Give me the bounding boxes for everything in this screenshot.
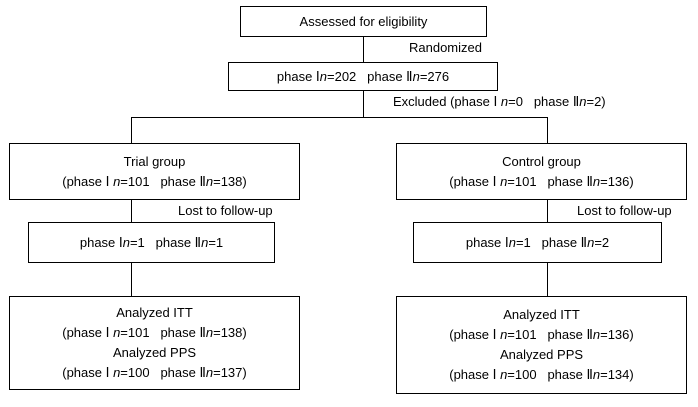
- assessed-box: Assessed for eligibility: [240, 6, 487, 37]
- trial-pps-title: Analyzed PPS: [112, 345, 197, 360]
- trial-itt-counts: (phase Ⅰ n=101 phase Ⅱn=138): [62, 325, 247, 340]
- control-itt-counts: (phase Ⅰ n=101 phase Ⅱn=136): [449, 327, 634, 342]
- control-lost-label: Lost to follow-up: [577, 203, 672, 218]
- control-itt-title: Analyzed ITT: [503, 307, 580, 322]
- trial-group-box: Trial group (phase Ⅰ n=101 phase Ⅱn=138): [9, 143, 300, 200]
- control-group-title: Control group: [502, 153, 581, 169]
- trial-analyzed-box: Analyzed ITT (phase Ⅰ n=101 phase Ⅱn=138…: [9, 296, 300, 390]
- control-pps-counts: (phase Ⅰ n=100 phase Ⅱn=134): [449, 367, 634, 382]
- trial-lost-counts: phase Ⅰn=1 phase Ⅱn=1: [79, 234, 224, 250]
- control-group-box: Control group (phase Ⅰ n=101 phase Ⅱn=13…: [396, 143, 687, 200]
- assessed-text: Assessed for eligibility: [299, 13, 428, 29]
- trial-lost-box: phase Ⅰn=1 phase Ⅱn=1: [28, 222, 275, 263]
- trial-group-title: Trial group: [123, 153, 186, 169]
- control-analyzed-box: Analyzed ITT (phase Ⅰ n=101 phase Ⅱn=136…: [396, 296, 687, 394]
- control-lost-box: phase Ⅰn=1 phase Ⅱn=2: [413, 222, 662, 263]
- trial-itt-title: Analyzed ITT: [116, 305, 193, 320]
- randomized-counts: phase Ⅰn=202 phase Ⅱn=276: [276, 68, 450, 84]
- randomized-box: phase Ⅰn=202 phase Ⅱn=276: [228, 62, 498, 91]
- control-lost-counts: phase Ⅰn=1 phase Ⅱn=2: [465, 234, 610, 250]
- trial-pps-counts: (phase Ⅰ n=100 phase Ⅱn=137): [62, 365, 247, 380]
- trial-group-counts: (phase Ⅰ n=101 phase Ⅱn=138): [62, 173, 247, 189]
- control-pps-title: Analyzed PPS: [499, 347, 584, 362]
- randomized-label: Randomized: [409, 40, 482, 55]
- excluded-label: Excluded (phase Ⅰ n=0 phase Ⅱn=2): [393, 94, 606, 109]
- trial-lost-label: Lost to follow-up: [178, 203, 273, 218]
- control-group-counts: (phase Ⅰ n=101 phase Ⅱn=136): [449, 173, 634, 189]
